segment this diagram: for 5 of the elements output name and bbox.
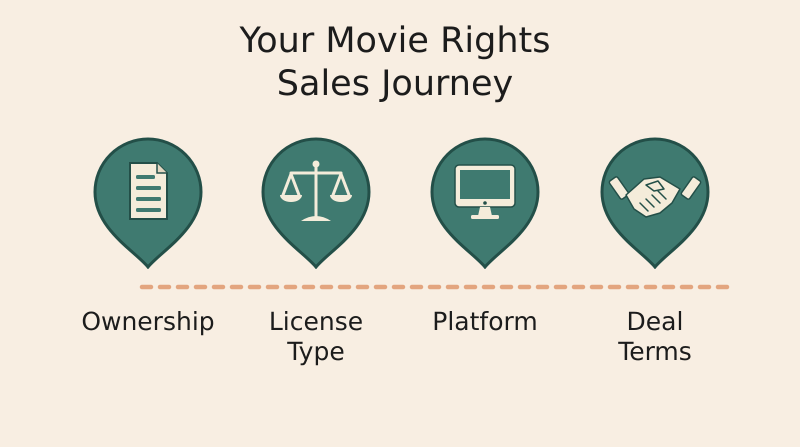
- title: Your Movie Rights Sales Journey: [238, 20, 552, 106]
- step-label: License Type: [268, 307, 364, 367]
- step-label: Ownership: [81, 307, 215, 337]
- step-label: Deal Terms: [617, 307, 693, 367]
- step-label: Platform: [432, 307, 538, 337]
